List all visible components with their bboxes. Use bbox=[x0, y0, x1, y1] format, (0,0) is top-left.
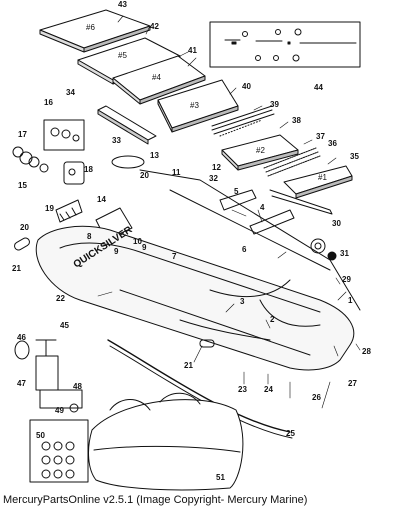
callout-41: 41 bbox=[188, 46, 197, 55]
callout-12: 12 bbox=[212, 163, 221, 172]
handle-tube bbox=[14, 237, 30, 251]
callout-2: 2 bbox=[270, 315, 275, 324]
callout-43: 43 bbox=[118, 0, 127, 9]
copyright-footer: MercuryPartsOnline v2.5.1 (Image Copyrig… bbox=[3, 494, 308, 506]
floor-panel-6: #6 bbox=[39, 9, 151, 53]
valve-fitting-cluster bbox=[12, 119, 85, 223]
callout-36: 36 bbox=[328, 139, 337, 148]
floor-panel-3-label: #3 bbox=[190, 101, 199, 110]
callout-45: 45 bbox=[60, 321, 69, 330]
floor-panel-1-transom-wedge: #1 bbox=[283, 165, 353, 199]
callout-20b: 20 bbox=[20, 223, 29, 232]
callout-27: 27 bbox=[348, 379, 357, 388]
callout-28: 28 bbox=[362, 347, 371, 356]
callout-15: 15 bbox=[18, 181, 27, 190]
callout-6: 6 bbox=[242, 245, 247, 254]
callout-24: 24 bbox=[264, 385, 273, 394]
floor-panel-4-label: #4 bbox=[152, 73, 161, 82]
callout-50: 50 bbox=[36, 431, 45, 440]
seat-cushion bbox=[111, 155, 145, 169]
keel-strip bbox=[107, 339, 291, 433]
callout-21: 21 bbox=[12, 264, 21, 273]
callout-29: 29 bbox=[342, 275, 351, 284]
callout-48: 48 bbox=[73, 382, 82, 391]
callout-11: 11 bbox=[172, 168, 181, 177]
callout-47: 47 bbox=[17, 379, 26, 388]
seat-bar bbox=[97, 105, 157, 145]
callout-37: 37 bbox=[316, 132, 325, 141]
repair-kit bbox=[29, 419, 89, 483]
callout-25: 25 bbox=[286, 429, 295, 438]
callout-42: 42 bbox=[150, 22, 159, 31]
callout-18: 18 bbox=[84, 165, 93, 174]
callout-1: 1 bbox=[348, 296, 353, 305]
floor-panel-6-label: #6 bbox=[86, 23, 95, 32]
callout-4: 4 bbox=[260, 203, 265, 212]
floor-panel-3: #3 bbox=[157, 79, 239, 133]
callout-46: 46 bbox=[17, 333, 26, 342]
callout-33: 33 bbox=[112, 136, 121, 145]
floor-panel-4: #4 bbox=[112, 55, 206, 105]
oar-5 bbox=[219, 189, 257, 211]
callout-32: 32 bbox=[209, 174, 218, 183]
foot-pump bbox=[14, 339, 83, 413]
callout-34: 34 bbox=[66, 88, 75, 97]
inflatable-hull: QUICKSILVER bbox=[35, 169, 361, 371]
callout-31: 31 bbox=[340, 249, 349, 258]
valve-assembly bbox=[310, 238, 337, 261]
callout-39: 39 bbox=[270, 100, 279, 109]
callout-44: 44 bbox=[314, 83, 323, 92]
callout-26: 26 bbox=[312, 393, 321, 402]
carry-bag bbox=[88, 392, 244, 491]
keel-strip-edge bbox=[109, 345, 293, 439]
callout-10: 10 bbox=[133, 237, 142, 246]
callout-38: 38 bbox=[292, 116, 301, 125]
callout-22: 22 bbox=[56, 294, 65, 303]
callout-20: 20 bbox=[140, 171, 149, 180]
callout-3: 3 bbox=[240, 297, 245, 306]
callout-9: 9 bbox=[114, 247, 119, 256]
callout-35: 35 bbox=[350, 152, 359, 161]
callout-17: 17 bbox=[18, 130, 27, 139]
oar-4 bbox=[249, 209, 295, 235]
callout-21b: 21 bbox=[184, 361, 193, 370]
callout-8: 8 bbox=[87, 232, 92, 241]
leader-lines bbox=[97, 15, 361, 409]
callout-9b: 9 bbox=[142, 243, 147, 252]
floor-panel-1-label: #1 bbox=[318, 173, 327, 182]
callout-40: 40 bbox=[242, 82, 251, 91]
floor-panel-2: #2 bbox=[221, 134, 299, 171]
floor-panel-2-label: #2 bbox=[256, 146, 265, 155]
callout-16: 16 bbox=[44, 98, 53, 107]
oar-shaft-32 bbox=[269, 189, 333, 215]
callout-19: 19 bbox=[45, 204, 54, 213]
callout-49: 49 bbox=[55, 406, 64, 415]
callout-14: 14 bbox=[97, 195, 106, 204]
callout-23: 23 bbox=[238, 385, 247, 394]
rail-strips bbox=[211, 105, 321, 177]
handle-tube-2 bbox=[199, 339, 215, 348]
floor-panel-5-label: #5 bbox=[118, 51, 127, 60]
callout-51: 51 bbox=[216, 473, 225, 482]
callout-7: 7 bbox=[172, 252, 177, 261]
callout-13: 13 bbox=[150, 151, 159, 160]
callout-30: 30 bbox=[332, 219, 341, 228]
hardware-kit-box bbox=[209, 21, 361, 68]
callout-5: 5 bbox=[234, 187, 239, 196]
